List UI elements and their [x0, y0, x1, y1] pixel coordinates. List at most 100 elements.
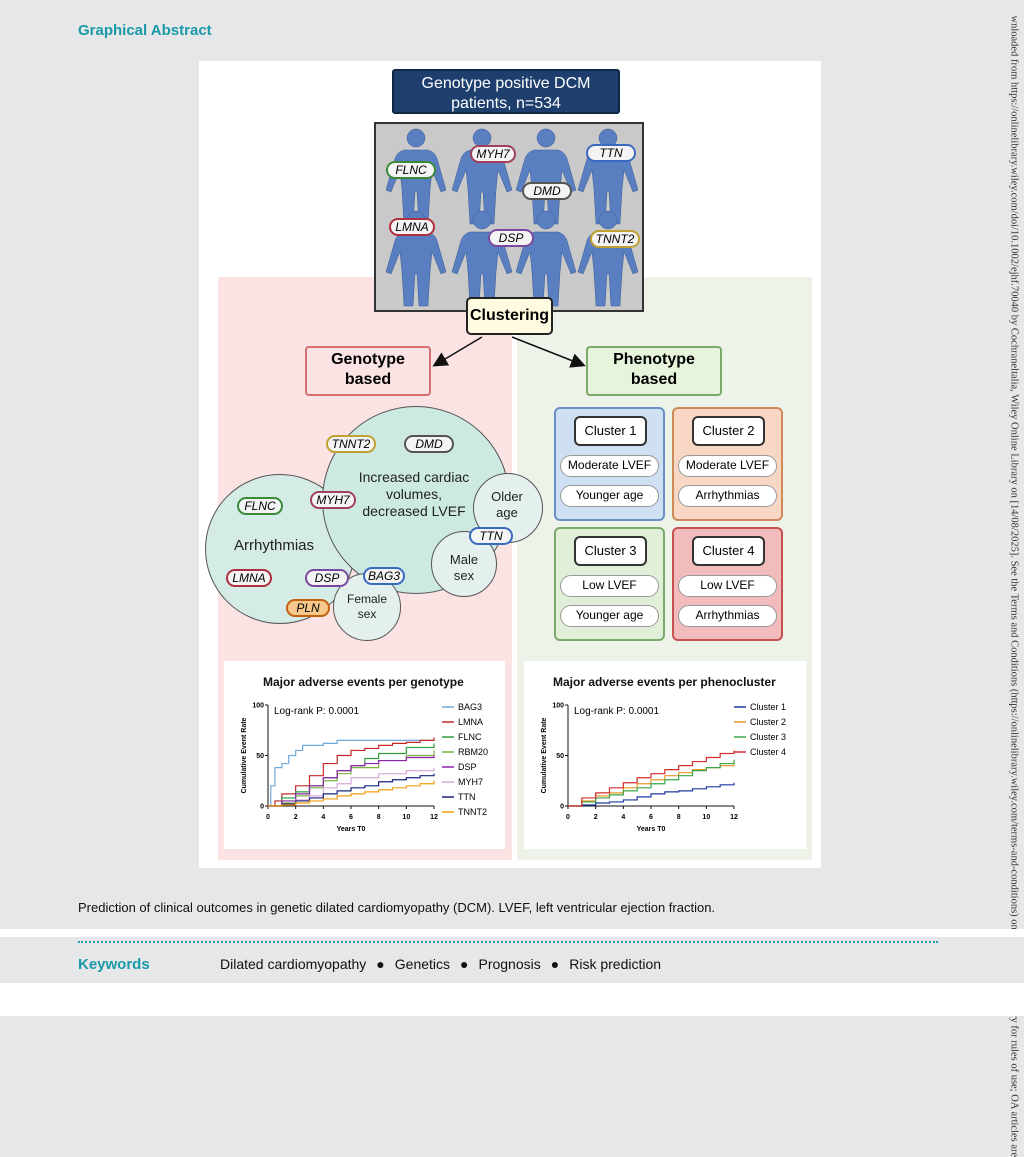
x-tick-label: 4 [621, 814, 625, 821]
genotype-box-line1: Genotype [331, 351, 405, 368]
bubble-gene-ttn: TTN [469, 527, 513, 545]
branch-arrows [432, 336, 586, 368]
cluster-3-box: Cluster 3 Low LVEF Younger age [554, 527, 665, 641]
x-axis-label: Years T0 [637, 826, 666, 833]
cluster-4-title: Cluster 4 [692, 536, 765, 566]
x-axis-label: Years T0 [337, 826, 366, 833]
series-line-lmna [268, 737, 435, 807]
cluster-2-tag: Moderate LVEF [678, 455, 777, 477]
x-tick-label: 0 [566, 814, 570, 821]
genotype-chart-title: Major adverse events per genotype [263, 675, 464, 689]
phenotype-box-line1: Phenotype [613, 351, 695, 368]
cluster-2-title: Cluster 2 [692, 416, 765, 446]
keyword-item: Genetics [394, 956, 451, 972]
logrank-annotation: Log-rank P: 0.0001 [274, 706, 359, 717]
bubble-gene-tnnt2: TNNT2 [326, 435, 376, 453]
series-line-dsp [268, 755, 435, 807]
cluster-4-box: Cluster 4 Low LVEF Arrhythmias [672, 527, 783, 641]
keyword-item: Dilated cardiomyopathy [220, 956, 367, 972]
cluster-1-tag: Moderate LVEF [560, 455, 659, 477]
cohort-title-box: Genotype positive DCM patients, n=534 [392, 69, 620, 114]
y-axis-label: Cumulative Event Rate [241, 717, 248, 793]
phenocluster-chart-card: Major adverse events per phenocluster 0 2… [524, 661, 806, 849]
legend-label: DSP [458, 762, 477, 772]
logrank-annotation: Log-rank P: 0.0001 [574, 706, 659, 717]
bubble-gene-dmd: DMD [404, 435, 454, 453]
y-tick-label: 50 [256, 753, 264, 760]
y-tick-label: 0 [560, 804, 564, 811]
bubble-gene-lmna: LMNA [226, 569, 272, 587]
male-sex-label: Male sex [436, 552, 492, 584]
cluster-2-tag: Arrhythmias [678, 485, 777, 507]
x-tick-label: 6 [349, 814, 353, 821]
x-tick-label: 8 [677, 814, 681, 821]
legend-label: BAG3 [458, 702, 482, 712]
cardiac-label-line1: Increased cardiac [358, 469, 470, 485]
female-label-line1: Female [346, 592, 387, 606]
keywords-list: Dilated cardiomyopathy ● Genetics ● Prognosi… [220, 956, 661, 972]
x-tick-label: 2 [594, 814, 598, 821]
bubble-gene-pln: PLN [286, 599, 330, 617]
x-tick-label: 10 [402, 814, 410, 821]
keyword-item: Prognosis [478, 956, 541, 972]
keyword-item: Risk prediction [569, 956, 662, 972]
x-tick-label: 6 [649, 814, 653, 821]
download-notice: wnloaded from https://onlinelibrary.wile… [1008, 15, 1020, 1157]
cluster-1-tag: Younger age [560, 485, 659, 507]
series-line-ttn [268, 773, 435, 807]
bubble-gene-flnc: FLNC [237, 497, 283, 515]
gene-tag-lmna: LMNA [389, 218, 435, 236]
graphical-abstract-heading: Graphical Abstract [78, 22, 212, 39]
cluster-4-tag: Arrhythmias [678, 605, 777, 627]
female-label-line2: sex [357, 607, 377, 621]
gene-tag-dsp: DSP [488, 229, 534, 247]
legend-label: Cluster 3 [750, 732, 786, 742]
legend-label: LMNA [458, 717, 483, 727]
legend-label: Cluster 2 [750, 717, 786, 727]
phenotype-based-box: Phenotype based [586, 346, 722, 396]
series-line-bag3 [268, 739, 434, 807]
legend-label: TNNT2 [458, 807, 487, 817]
cohort-title-line2: patients, n=534 [451, 95, 561, 112]
bullet-icon: ● [550, 956, 560, 972]
cluster-3-title: Cluster 3 [574, 536, 647, 566]
legend-label: FLNC [458, 732, 482, 742]
bubble-gene-bag3: BAG3 [363, 567, 405, 585]
gene-tag-ttn: TTN [586, 144, 636, 162]
bullet-icon: ● [376, 956, 385, 972]
figure-caption: Prediction of clinical outcomes in genet… [78, 900, 716, 915]
series-line-tnnt2 [268, 780, 435, 807]
legend-label: RBM20 [458, 747, 488, 757]
y-tick-label: 50 [556, 753, 564, 760]
gene-tag-myh7: MYH7 [470, 145, 516, 163]
x-tick-label: 4 [321, 814, 325, 821]
phenocluster-chart-title: Major adverse events per phenocluster [553, 675, 776, 689]
series-line-cluster-1 [568, 782, 735, 807]
page-bottom [0, 983, 1024, 1016]
x-tick-label: 2 [294, 814, 298, 821]
cluster-3-tag: Younger age [560, 605, 659, 627]
legend-label: TTN [458, 792, 476, 802]
genotype-box-line2: based [344, 371, 392, 388]
y-axis-label: Cumulative Event Rate [541, 717, 548, 793]
series-line-cluster-4 [568, 750, 735, 807]
cluster-4-tag: Low LVEF [678, 575, 777, 597]
x-tick-label: 8 [377, 814, 381, 821]
x-tick-label: 10 [702, 814, 710, 821]
y-tick-label: 0 [260, 804, 264, 811]
legend-label: Cluster 4 [750, 747, 786, 757]
keywords-label: Keywords [78, 956, 150, 973]
older-age-label: Older age [479, 489, 535, 521]
cardiac-label-line3: decreased LVEF [362, 503, 466, 519]
keywords-band [0, 937, 1024, 983]
gene-tag-flnc: FLNC [386, 161, 436, 179]
genotype-based-box: Genotype based [305, 346, 431, 396]
female-sex-label: Female sex [339, 592, 395, 622]
dotted-divider [78, 941, 938, 943]
separator [0, 929, 1024, 937]
cardiac-label-line2: volumes, [385, 486, 443, 502]
bubble-gene-dsp: DSP [305, 569, 349, 587]
clustering-box: Clustering [466, 297, 553, 335]
